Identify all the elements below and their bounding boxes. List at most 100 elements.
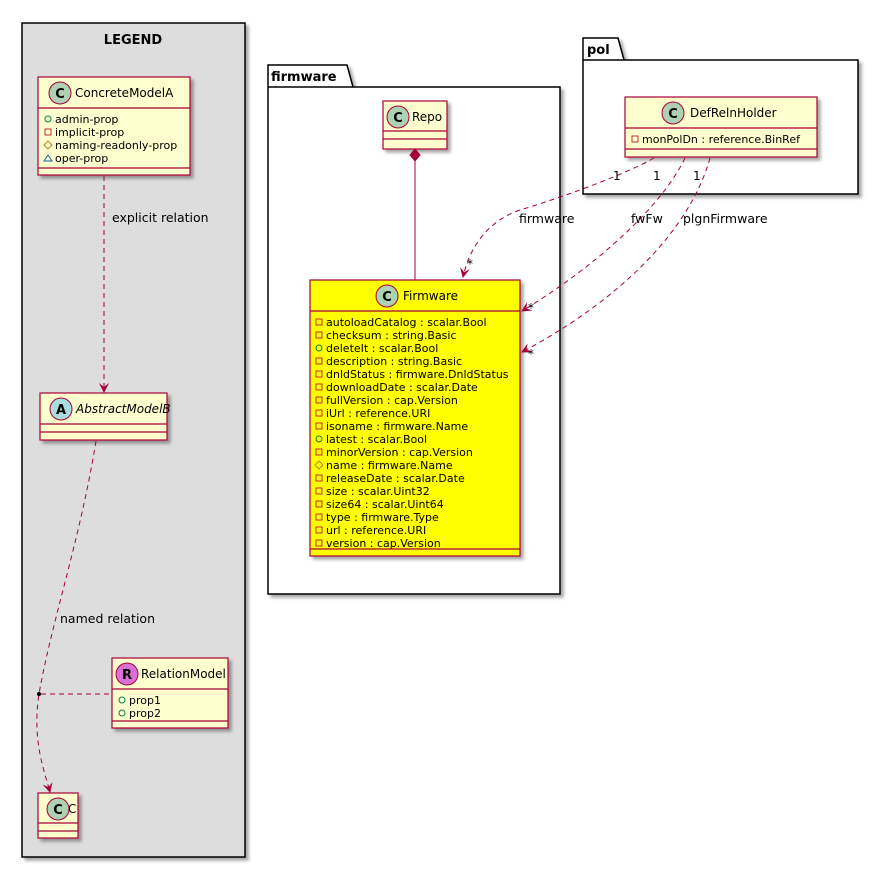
named-relation-label: named relation: [60, 611, 155, 626]
property: name : firmware.Name: [326, 459, 453, 472]
class-name: C: [68, 802, 76, 816]
relation-label: plgnFirmware: [683, 211, 768, 226]
property: iUrl : reference.URI: [326, 407, 430, 420]
property: version : cap.Version: [326, 537, 441, 550]
private-visibility-icon: [631, 135, 639, 143]
property: size : scalar.Uint32: [326, 485, 430, 498]
abstract-stereotype-icon: [49, 397, 73, 421]
class-name: RelationModel: [141, 667, 226, 681]
target-multiplicity: *: [528, 301, 534, 315]
association-point: [37, 692, 41, 696]
composition-diamond: [409, 148, 421, 162]
private-visibility-icon: [315, 318, 323, 326]
property: latest : scalar.Bool: [326, 433, 427, 446]
class-name: DefRelnHolder: [690, 106, 777, 120]
def-reln-holder-class[interactable]: C DefRelnHolder monPolDn : reference.Bin…: [624, 96, 818, 158]
stereotype-letter: C: [382, 290, 392, 305]
public-visibility-icon: [315, 435, 323, 443]
class-stereotype-icon: [46, 797, 70, 821]
protected-visibility-icon: [314, 460, 324, 470]
class-name: AbstractModelB: [75, 402, 171, 416]
property: checksum : string.Basic: [326, 329, 457, 342]
class-name: Repo: [412, 110, 442, 124]
public-visibility-icon: [118, 709, 126, 717]
class-stereotype-icon: [386, 105, 410, 129]
property: description : string.Basic: [326, 355, 462, 368]
target-multiplicity: *: [467, 257, 473, 271]
property: type : firmware.Type: [326, 511, 439, 524]
relation-firmware-edge: 1 firmware *: [460, 157, 655, 278]
private-visibility-icon: [315, 500, 323, 508]
property: monPolDn : reference.BinRef: [642, 133, 801, 146]
property: naming-readonly-prop: [55, 139, 177, 152]
class-stereotype-icon: [48, 81, 72, 105]
private-visibility-icon: [315, 409, 323, 417]
source-multiplicity: 1: [693, 169, 701, 183]
class-name: Firmware: [403, 289, 458, 303]
property: admin-prop: [55, 113, 118, 126]
package-visibility-icon: [43, 154, 53, 162]
abstract-model-b-class[interactable]: A AbstractModelB: [39, 392, 171, 441]
relation-label: fwFw: [631, 211, 663, 226]
public-visibility-icon: [118, 696, 126, 704]
concrete-model-a-class[interactable]: C ConcreteModelA admin-propimplicit-prop…: [37, 76, 191, 176]
class-name: ConcreteModelA: [75, 86, 174, 100]
public-visibility-icon: [315, 344, 323, 352]
composition-edge: [409, 148, 421, 280]
property-list: monPolDn : reference.BinRef: [631, 133, 801, 146]
relation-stereotype-icon: [115, 662, 139, 686]
stereotype-letter: C: [53, 803, 63, 818]
stereotype-letter: A: [56, 403, 66, 418]
private-visibility-icon: [315, 513, 323, 521]
private-visibility-icon: [315, 487, 323, 495]
private-visibility-icon: [315, 526, 323, 534]
property: size64 : scalar.Uint64: [326, 498, 444, 511]
public-visibility-icon: [44, 115, 52, 123]
property: fullVersion : cap.Version: [326, 394, 458, 407]
property: deleteIt : scalar.Bool: [326, 342, 438, 355]
property: url : reference.URI: [326, 524, 426, 537]
repo-class[interactable]: C Repo: [382, 100, 448, 150]
explicit-relation-edge: explicit relation: [99, 176, 209, 393]
private-visibility-icon: [315, 370, 323, 378]
private-visibility-icon: [315, 396, 323, 404]
property: prop1: [129, 694, 161, 707]
stereotype-letter: R: [122, 668, 132, 683]
target-multiplicity: *: [528, 347, 534, 361]
class-stereotype-icon: [375, 284, 399, 308]
property: oper-prop: [55, 152, 108, 165]
source-multiplicity: 1: [653, 169, 661, 183]
private-visibility-icon: [315, 474, 323, 482]
private-visibility-icon: [315, 383, 323, 391]
property: implicit-prop: [55, 126, 124, 139]
property: autoloadCatalog : scalar.Bool: [326, 316, 487, 329]
private-visibility-icon: [315, 331, 323, 339]
property: minorVersion : cap.Version: [326, 446, 473, 459]
relation-label: firmware: [519, 211, 575, 226]
private-visibility-icon: [315, 539, 323, 547]
relation-fwfw-edge: 1 fwFw *: [521, 157, 686, 315]
legend-title: LEGEND: [104, 33, 163, 48]
firmware-package-title: firmware: [271, 70, 337, 85]
firmware-class[interactable]: C Firmware autoloadCatalog : scalar.Bool…: [309, 279, 521, 557]
c-class[interactable]: C C: [37, 792, 79, 839]
private-visibility-icon: [44, 128, 52, 136]
property: isoname : firmware.Name: [326, 420, 468, 433]
stereotype-letter: C: [668, 107, 678, 122]
property: dnldStatus : firmware.DnldStatus: [326, 368, 509, 381]
property: releaseDate : scalar.Date: [326, 472, 465, 485]
source-multiplicity: 1: [613, 169, 621, 183]
private-visibility-icon: [315, 422, 323, 430]
private-visibility-icon: [315, 357, 323, 365]
stereotype-letter: C: [55, 87, 65, 102]
private-visibility-icon: [315, 448, 323, 456]
class-stereotype-icon: [661, 101, 685, 125]
named-relation-edge: named relation: [36, 440, 155, 793]
relation-plgnfirmware-edge: 1 plgnFirmware *: [521, 157, 768, 361]
property: prop2: [129, 707, 161, 720]
property-list: admin-propimplicit-propnaming-readonly-p…: [43, 113, 177, 165]
